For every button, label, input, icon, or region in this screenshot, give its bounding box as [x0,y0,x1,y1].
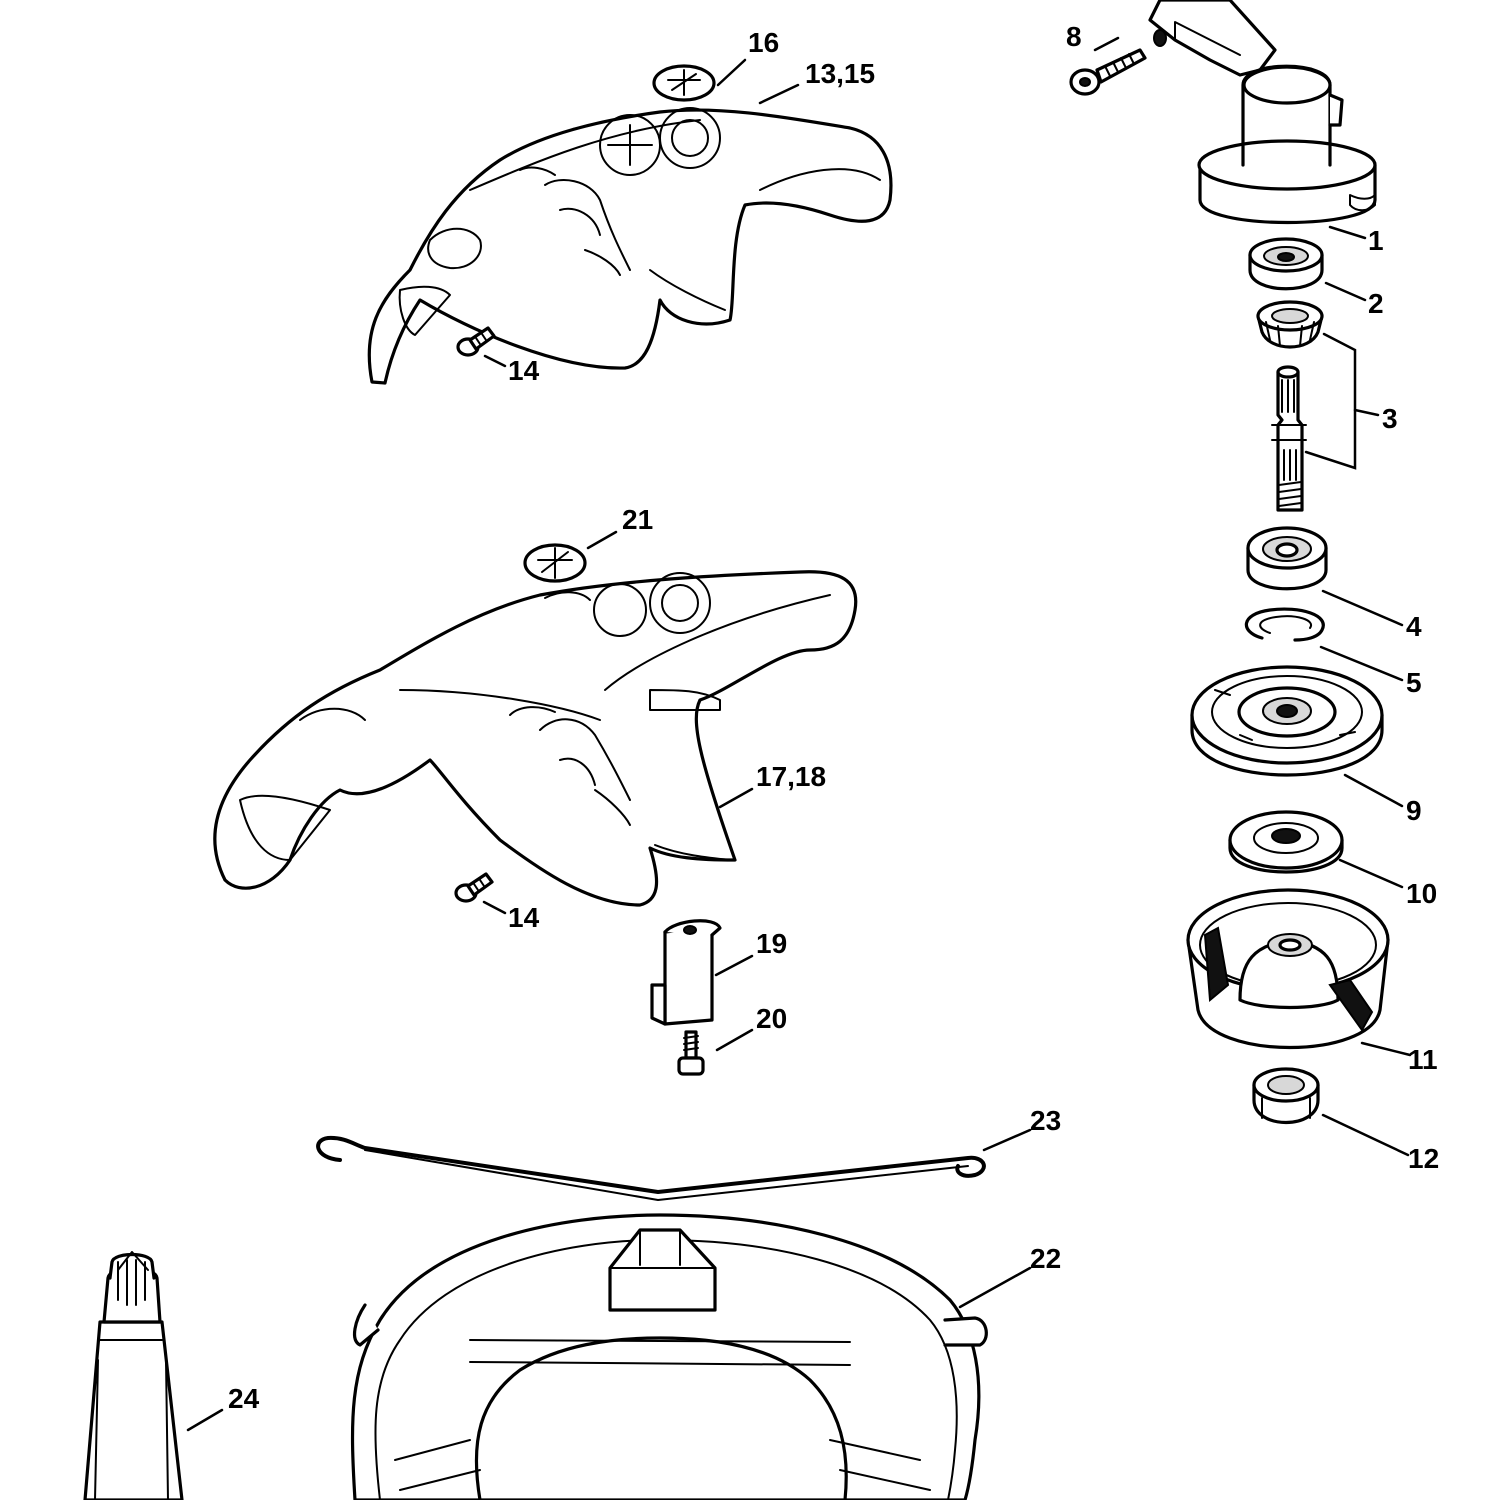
gear-head-1-part [1148,0,1377,225]
callout-22: 22 [1030,1243,1061,1274]
callout-10: 10 [1406,878,1437,909]
screw-14-upper-part [456,326,496,357]
callout-2: 2 [1368,288,1384,319]
callout-4: 4 [1406,611,1422,642]
callout-17-18: 17,18 [756,761,826,792]
callout-12: 12 [1408,1143,1439,1174]
bracket-19-part [650,919,722,1026]
callout-23: 23 [1030,1105,1061,1136]
bolt-8-part [1069,48,1147,96]
callout-14-upper: 14 [508,355,540,386]
callout-20: 20 [756,1003,787,1034]
leader-lines [186,36,1412,1432]
callout-11: 11 [1408,1044,1438,1075]
bearing-4-part [1246,526,1328,591]
guard-22-part [350,1213,988,1500]
upper-deflector-part [367,107,893,385]
lower-deflector-part [213,570,858,907]
callout-19: 19 [756,928,787,959]
circlip-5-part [1244,607,1325,642]
spring-wire-23-part [316,1135,986,1201]
callout-5: 5 [1406,667,1422,698]
screw-20-part [677,1030,705,1076]
screw-14-lower-part [454,872,494,903]
thrust-plate-9-part [1190,665,1384,777]
bearing-2-part [1248,237,1324,291]
bracket-3-line [1304,332,1357,470]
callout-9: 9 [1406,795,1422,826]
grease-tube-24-part [83,1251,184,1500]
nut-12-part [1252,1067,1320,1125]
washer-10-part [1228,810,1344,874]
decal-16-part [652,64,716,102]
callout-24: 24 [228,1383,260,1414]
callout-16: 16 [748,27,779,58]
callout-8: 8 [1066,21,1082,52]
callout-13-15: 13,15 [805,58,875,89]
callout-14-lower: 14 [508,902,540,933]
cup-11-part [1186,888,1390,1049]
decal-21-part [523,543,587,583]
callout-21: 21 [622,504,653,535]
callout-3: 3 [1382,403,1398,434]
shaft-gear-3-part [1256,300,1324,512]
callout-1: 1 [1368,225,1384,256]
